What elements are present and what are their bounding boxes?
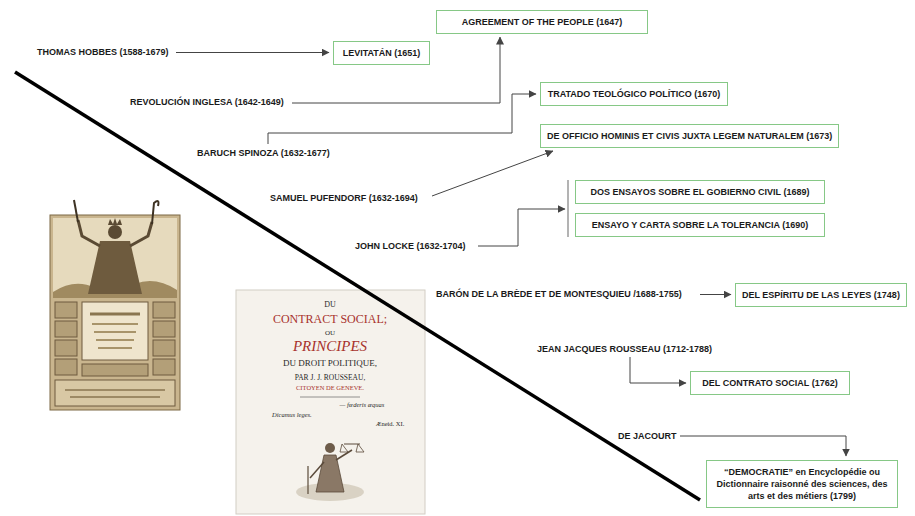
work-title: LEVITATÁN (1651) bbox=[340, 47, 423, 59]
lower-panel bbox=[82, 364, 148, 376]
title-page-text: DU bbox=[324, 300, 336, 309]
side-panel bbox=[55, 359, 77, 375]
work-box: DOS ENSAYOS SOBRE EL GOBIERNO CIVIL (168… bbox=[575, 180, 825, 204]
title-page-text: — fœderis æquas bbox=[340, 401, 385, 408]
base-mark bbox=[70, 396, 160, 398]
author-name: THOMAS HOBBES (1588-1679) bbox=[37, 47, 169, 57]
author-name: DE JACOURT bbox=[618, 431, 677, 441]
work-box: DEL ESPÍRITU DE LAS LEYES (1748) bbox=[735, 283, 907, 307]
title-page-text: CONTRACT SOCIAL; bbox=[273, 313, 387, 327]
title-curtain bbox=[82, 302, 148, 360]
work-title: DE OFFICIO HOMINIS ET CIVIS JUXTA LEGEM … bbox=[547, 130, 832, 142]
group-bracket bbox=[567, 180, 569, 237]
leader-arrow bbox=[700, 294, 731, 295]
side-panel bbox=[153, 359, 175, 375]
side-panel bbox=[153, 302, 175, 318]
crozier bbox=[152, 201, 159, 224]
side-panel bbox=[55, 321, 77, 337]
title-page-text: PAR J. J. ROUSSEAU, bbox=[295, 374, 366, 383]
work-box: TRATADO TEOLÓGICO POLÍTICO (1670) bbox=[540, 82, 728, 106]
emblem-arm bbox=[336, 450, 352, 460]
giant-crown bbox=[108, 218, 122, 225]
side-panel bbox=[153, 321, 175, 337]
work-box: LEVITATÁN (1651) bbox=[333, 41, 430, 65]
work-title: DOS ENSAYOS SOBRE EL GOBIERNO CIVIL (168… bbox=[582, 186, 818, 198]
rule-line bbox=[300, 397, 360, 398]
side-panel bbox=[55, 302, 77, 318]
leader-arrow bbox=[292, 37, 500, 103]
giant-head bbox=[108, 225, 122, 239]
emblem-head bbox=[325, 443, 335, 453]
leader-arrow bbox=[630, 357, 686, 383]
work-box: DEL CONTRATO SOCIAL (1762) bbox=[690, 371, 850, 395]
work-title: TRATADO TEOLÓGICO POLÍTICO (1670) bbox=[547, 88, 721, 100]
frontispiece-frame bbox=[50, 215, 180, 410]
giant-body bbox=[88, 241, 142, 294]
work-box: DE OFFICIO HOMINIS ET CIVIS JUXTA LEGEM … bbox=[540, 124, 839, 148]
event-name: REVOLUCIÓN INGLESA (1642-1649) bbox=[130, 97, 284, 107]
author-name: BARÓN DE LA BRÈDE ET DE MONTESQUIEU /168… bbox=[436, 289, 682, 299]
work-box: ENSAYO Y CARTA SOBRE LA TOLERANCIA (1690… bbox=[575, 213, 825, 237]
leader-arrow bbox=[176, 52, 329, 53]
giant-arm-sword bbox=[78, 220, 100, 246]
title-mark bbox=[98, 347, 132, 349]
work-title: DEL CONTRATO SOCIAL (1762) bbox=[697, 377, 843, 389]
title-mark bbox=[94, 331, 136, 333]
frontispiece-sky bbox=[53, 218, 177, 298]
work-box: “DEMOCRATIE” en Encyclopédie ou Dictionn… bbox=[706, 460, 898, 508]
author-name: SAMUEL PUFENDORF (1632-1694) bbox=[270, 193, 418, 203]
leader-arrow bbox=[268, 94, 536, 144]
leader-arrow bbox=[478, 209, 565, 246]
base-mark bbox=[65, 389, 165, 391]
title-page-text: OU bbox=[325, 329, 335, 337]
leader-arrow bbox=[432, 151, 553, 196]
emblem-staff bbox=[307, 466, 308, 494]
title-page-text: DU DROIT POLITIQUE, bbox=[283, 358, 377, 368]
base-panel bbox=[55, 380, 175, 406]
work-box: AGREEMENT OF THE PEOPLE (1647) bbox=[436, 10, 648, 34]
title-mark bbox=[96, 339, 134, 341]
contract-social-title-page bbox=[236, 290, 425, 514]
emblem-scale-pans bbox=[340, 444, 364, 452]
side-panel bbox=[55, 340, 77, 356]
work-title: “DEMOCRATIE” en Encyclopédie ou Dictionn… bbox=[713, 466, 891, 502]
title-page bbox=[236, 290, 425, 514]
emblem-robe bbox=[316, 455, 344, 492]
leader-arrow bbox=[680, 436, 846, 456]
title-page-text: CITOYEN DE GENEVE. bbox=[296, 384, 364, 391]
title-mark bbox=[92, 323, 138, 325]
title-page-text: Æneid. XI. bbox=[376, 420, 405, 427]
work-title: AGREEMENT OF THE PEOPLE (1647) bbox=[443, 16, 641, 28]
title-page-text: Dicamus leges. bbox=[272, 411, 312, 418]
title-mark bbox=[90, 313, 140, 316]
author-name: BARUCH SPINOZA (1632-1677) bbox=[197, 148, 330, 158]
work-title: DEL ESPÍRITU DE LAS LEYES (1748) bbox=[742, 289, 900, 301]
author-name: JEAN JACQUES ROUSSEAU (1712-1788) bbox=[537, 344, 712, 354]
emblem-arm bbox=[310, 462, 324, 478]
giant-arm-crozier bbox=[130, 222, 152, 246]
emblem bbox=[296, 443, 364, 501]
title-page-text: PRINCIPES bbox=[293, 338, 367, 355]
work-title: ENSAYO Y CARTA SOBRE LA TOLERANCIA (1690… bbox=[582, 219, 818, 231]
author-name: JOHN LOCKE (1632-1704) bbox=[355, 241, 466, 251]
leviathan-frontispiece bbox=[50, 200, 180, 410]
sword bbox=[74, 200, 78, 222]
side-panel bbox=[153, 340, 175, 356]
